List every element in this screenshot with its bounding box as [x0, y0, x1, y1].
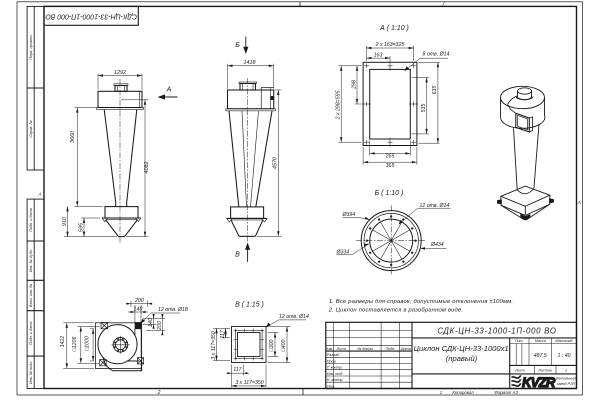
svg-text:635: 635 [432, 86, 438, 95]
svg-text:2: 2 [157, 390, 161, 396]
svg-text:140: 140 [148, 318, 154, 327]
svg-text:завод РЭП: завод РЭП [556, 382, 576, 386]
svg-text:А: А [37, 192, 41, 197]
svg-text:Инв. № подл.: Инв. № подл. [29, 361, 33, 385]
svg-text:Т. контр.: Т. контр. [327, 366, 343, 370]
svg-text:Подп. и дата: Подп. и дата [29, 322, 33, 346]
svg-text:Лит.: Лит. [514, 339, 524, 343]
svg-text:В ( 1:15 ): В ( 1:15 ) [235, 302, 264, 309]
svg-text:□300: □300 [269, 339, 275, 351]
svg-text:СДК-ЦН-33-1000-1П-000 ВО: СДК-ЦН-33-1000-1П-000 ВО [437, 327, 556, 336]
svg-text:Н. контр.: Н. контр. [327, 378, 344, 382]
svg-text:3660: 3660 [70, 131, 76, 143]
svg-text:1: 1 [440, 390, 443, 395]
svg-text:12 отв. Ø14: 12 отв. Ø14 [279, 314, 309, 320]
svg-text:(правый): (правый) [446, 354, 478, 363]
svg-text:487,5: 487,5 [534, 353, 547, 359]
svg-text:8 отв. Ø14: 8 отв. Ø14 [423, 52, 450, 58]
svg-text:140: 140 [134, 307, 143, 313]
svg-text:163: 163 [374, 52, 383, 58]
svg-text:Подп. и дата: Подп. и дата [29, 208, 33, 232]
svg-text:1418: 1418 [244, 60, 256, 66]
svg-text:Взам. инв. №: Взам. инв. № [29, 284, 33, 307]
svg-text:298: 298 [351, 80, 357, 90]
svg-text:595: 595 [78, 222, 84, 232]
svg-text:Изм.: Изм. [325, 347, 333, 351]
svg-text:1292: 1292 [114, 70, 126, 76]
svg-text:7: 7 [442, 2, 445, 8]
svg-text:12 отв. Ø14: 12 отв. Ø14 [420, 203, 450, 209]
svg-text:Лист: Лист [514, 369, 525, 373]
svg-text:□1000: □1000 [84, 336, 90, 351]
svg-text:Подп.: Подп. [385, 347, 395, 351]
svg-text:1422: 1422 [60, 336, 66, 348]
svg-text:Перв. примен.: Перв. примен. [29, 34, 33, 59]
svg-text:А: А [166, 87, 172, 94]
svg-text:265: 265 [385, 154, 395, 160]
svg-text:Ø394: Ø394 [342, 212, 356, 218]
svg-text:Инв. № дубл.: Инв. № дубл. [29, 249, 33, 272]
svg-text:Масса: Масса [535, 339, 546, 343]
svg-text:KVZR: KVZR [522, 374, 556, 390]
svg-text:В: В [235, 252, 240, 259]
svg-text:Масштаб: Масштаб [555, 339, 573, 343]
svg-text:№ докум.: № докум. [357, 347, 373, 351]
svg-text:12 отв. Ø18: 12 отв. Ø18 [158, 307, 188, 313]
svg-text:1 : 40: 1 : 40 [558, 353, 571, 359]
svg-text:СДК-ЦН-33-1000-1П-000 ВО: СДК-ЦН-33-1000-1П-000 ВО [45, 12, 137, 19]
svg-text:Ø334: Ø334 [336, 249, 350, 255]
svg-text:Циклон СДК-ЦН-33-1000х1: Циклон СДК-ЦН-33-1000х1 [414, 344, 509, 353]
svg-text:2 x 298=595: 2 x 298=595 [336, 91, 342, 121]
svg-text:А: А [577, 200, 581, 205]
svg-text:200: 200 [134, 298, 144, 304]
svg-text:Пров.: Пров. [327, 359, 337, 363]
svg-text:Формат А3: Формат А3 [494, 390, 518, 395]
svg-text:Утв.: Утв. [327, 384, 335, 388]
svg-text:910: 910 [62, 217, 68, 226]
svg-text:Лист: Лист [336, 347, 347, 351]
svg-text:□1206: □1206 [72, 337, 78, 352]
svg-text:4082: 4082 [144, 162, 150, 174]
svg-text:1: 1 [565, 369, 567, 373]
svg-text:Дата: Дата [400, 347, 411, 351]
svg-text:Котельный: Котельный [556, 377, 576, 381]
svg-text:Разраб.: Разраб. [327, 353, 340, 357]
svg-text:2 x 163=325: 2 x 163=325 [375, 42, 405, 48]
svg-text:3 x 117=350: 3 x 117=350 [235, 380, 263, 386]
svg-text:2. Циклон поставляется в разоб: 2. Циклон поставляется в разобранном вид… [328, 308, 464, 314]
svg-text:117: 117 [220, 329, 226, 338]
svg-text:Ø434: Ø434 [430, 242, 444, 248]
svg-text:Б ( 1:10 ): Б ( 1:10 ) [375, 190, 404, 197]
svg-text:Копировал: Копировал [452, 390, 474, 395]
svg-text:535: 535 [421, 104, 427, 113]
svg-text:Нач. отд.: Нач. отд. [327, 372, 344, 376]
svg-text:А ( 1:10 ): А ( 1:10 ) [379, 25, 409, 32]
svg-text:□400: □400 [281, 339, 287, 351]
svg-text:117: 117 [233, 367, 242, 373]
svg-text:200: 200 [157, 321, 163, 331]
svg-text:1. Все размеры для справок, до: 1. Все размеры для справок, допустимые о… [329, 299, 514, 305]
svg-text:365: 365 [386, 163, 395, 169]
svg-text:Б: Б [235, 42, 240, 49]
svg-text:4570: 4570 [273, 157, 279, 169]
svg-text:Справ. №: Справ. № [29, 120, 33, 137]
svg-text:3 x 117=350: 3 x 117=350 [211, 331, 217, 359]
svg-text:Листов: Листов [537, 369, 552, 373]
